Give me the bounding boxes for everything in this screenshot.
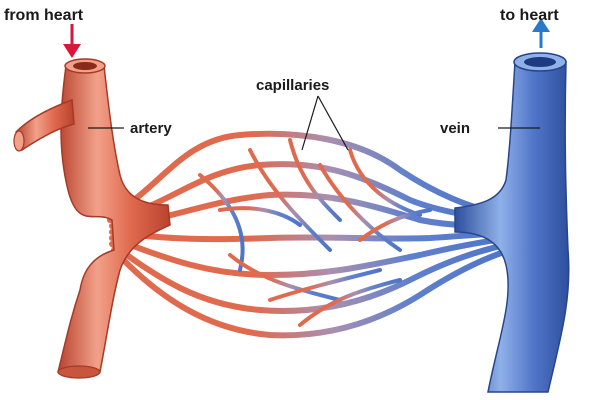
capillary-network — [107, 130, 513, 339]
vein-vessel — [454, 52, 570, 393]
to-heart-arrow — [532, 18, 550, 48]
artery-label: artery — [130, 120, 172, 137]
capillaries-label: capillaries — [256, 77, 329, 94]
to-heart-label: to heart — [500, 7, 559, 24]
vein-label: vein — [440, 120, 470, 137]
from-heart-arrow — [63, 24, 81, 58]
from-heart-label: from heart — [4, 7, 84, 24]
artery-vessel — [13, 58, 171, 379]
capillaries-leader-lines — [301, 95, 349, 151]
